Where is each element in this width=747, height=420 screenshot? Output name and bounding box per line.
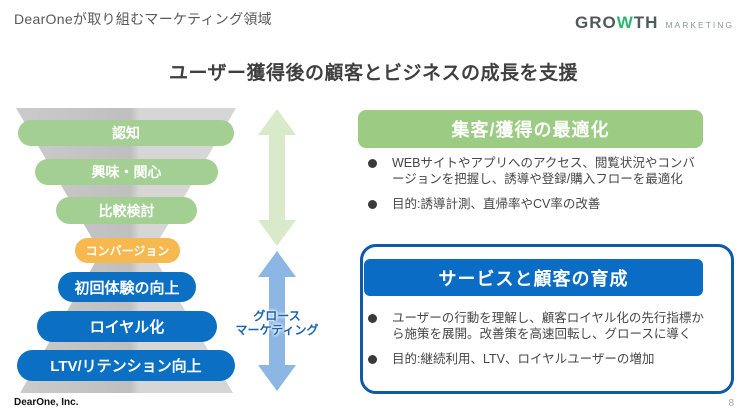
funnel-stage-conversion: コンバージョン <box>75 238 180 263</box>
bullet-icon <box>368 355 377 364</box>
section-title-nurturing: サービスと顧客の育成 <box>364 259 703 296</box>
funnel-stage-first-experience: 初回体験の向上 <box>58 272 196 302</box>
bullet-icon <box>368 200 377 209</box>
blue-double-arrow-icon <box>258 251 296 391</box>
list-item: ユーザーの行動を理解し、顧客ロイヤル化の先行指標から施策を展開。改善策を高速回転… <box>366 310 722 342</box>
funnel-stage-ltv-retention: LTV/リテンション向上 <box>17 350 235 381</box>
funnel-stage-comparison: 比較検討 <box>56 197 197 224</box>
funnel-stage-interest: 興味・関心 <box>35 159 218 185</box>
growth-marketing-label: グロース マーケティング <box>235 309 319 338</box>
page-title: ユーザー獲得後の顧客とビジネスの成長を支援 <box>168 63 579 84</box>
list-item: 目的:継続利用、LTV、ロイヤルユーザーの増加 <box>366 351 722 367</box>
page-number: 8 <box>728 398 734 409</box>
bullet-icon <box>368 159 377 168</box>
logo-growth-text: GROWTH <box>575 13 659 32</box>
logo-marketing-text: MARKETING <box>665 19 734 30</box>
bullet-icon <box>368 314 377 323</box>
section-title-acquisition: 集客/獲得の最適化 <box>358 110 703 148</box>
green-double-arrow-icon <box>258 109 296 246</box>
slide-header-title: DearOneが取り組むマーケティング領域 <box>14 11 272 27</box>
footer-company-name: DearOne, Inc. <box>14 397 79 408</box>
growth-marketing-logo: GROWTH MARKETING <box>575 13 734 33</box>
acquisition-bullet-list: WEBサイトやアプリへのアクセス、閲覧状況やコンバージョンを把握し、誘導や登録/… <box>362 155 702 212</box>
funnel-stage-awareness: 認知 <box>18 120 234 146</box>
list-item: 目的:誘導計測、直帰率やCV率の改善 <box>362 196 702 212</box>
nurturing-bullet-list: ユーザーの行動を理解し、顧客ロイヤル化の先行指標から施策を展開。改善策を高速回転… <box>366 310 722 367</box>
logo-green-w: W <box>616 13 634 32</box>
funnel-stage-loyalty: ロイヤル化 <box>37 311 217 342</box>
list-item: WEBサイトやアプリへのアクセス、閲覧状況やコンバージョンを把握し、誘導や登録/… <box>362 155 702 187</box>
